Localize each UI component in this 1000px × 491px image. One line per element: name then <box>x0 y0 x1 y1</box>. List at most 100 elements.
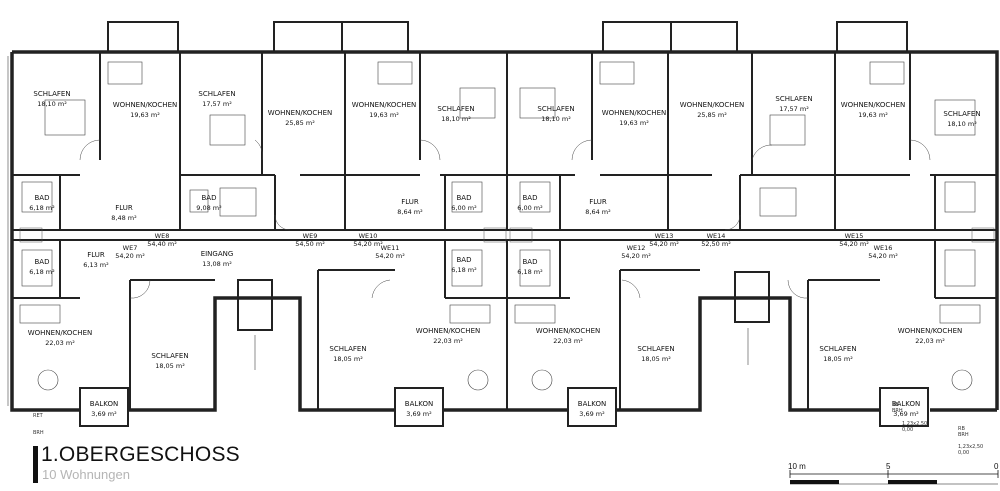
room-area: 3,69 m² <box>893 410 919 418</box>
room-area: 22,03 m² <box>433 337 463 345</box>
unit-label: WE14 <box>707 232 726 240</box>
unit-area: 54,20 m² <box>868 252 898 260</box>
room-name: SCHLAFEN <box>819 345 856 353</box>
exterior-walls <box>7 50 999 412</box>
unit-label: WE11 <box>381 244 400 252</box>
room-name: WOHNEN/KOCHEN <box>602 109 666 117</box>
room-name: FLUR <box>87 251 105 259</box>
room-name: WOHNEN/KOCHEN <box>352 101 416 109</box>
room-name: BALKON <box>578 400 606 408</box>
note-right-brh: BRH <box>892 408 903 414</box>
scale-bar: 10 m 5 0 <box>760 458 1000 491</box>
room-name: WOHNEN/KOCHEN <box>416 327 480 335</box>
room-name: BAD <box>457 194 472 202</box>
unit-label: WE12 <box>627 244 646 252</box>
scale-ruler <box>789 470 999 485</box>
room-area: 3,69 m² <box>406 410 432 418</box>
room-area: 18,10 m² <box>37 100 67 108</box>
room-name: SCHLAFEN <box>537 105 574 113</box>
room-name: BAD <box>35 194 50 202</box>
room-area: 6,18 m² <box>29 268 55 276</box>
top-balconies <box>107 21 908 53</box>
room-name: WOHNEN/KOCHEN <box>113 101 177 109</box>
room-area: 19,63 m² <box>858 111 888 119</box>
room-name: BALKON <box>90 400 118 408</box>
room-name: WOHNEN/KOCHEN <box>536 327 600 335</box>
room-area: 6,13 m² <box>83 261 109 269</box>
page-title: 1.OBERGESCHOSS <box>41 443 240 466</box>
room-area: 17,57 m² <box>202 100 232 108</box>
room-area: 13,08 m² <box>202 260 232 268</box>
room-name: BALKON <box>405 400 433 408</box>
note-right-vals: 1,23x2,50 <box>902 421 927 427</box>
room-area: 8,64 m² <box>397 208 423 216</box>
room-name: WOHNEN/KOCHEN <box>28 329 92 337</box>
note-left-brh: BRH <box>33 430 44 436</box>
corridor <box>12 227 997 243</box>
room-name: SCHLAFEN <box>33 90 70 98</box>
room-area: 17,57 m² <box>779 105 809 113</box>
room-area: 8,48 m² <box>111 214 137 222</box>
scale-label-left: 10 m <box>788 462 806 471</box>
note-far-brh: BRH <box>958 432 969 438</box>
bottom-row-walls <box>12 240 997 410</box>
room-area: 9,08 m² <box>196 204 222 212</box>
bottom-balconies <box>79 387 929 427</box>
room-area: 19,63 m² <box>369 111 399 119</box>
room-area: 18,10 m² <box>441 115 471 123</box>
room-name: SCHLAFEN <box>198 90 235 98</box>
unit-label: WE7 <box>123 244 138 252</box>
room-name: SCHLAFEN <box>329 345 366 353</box>
room-name: SCHLAFEN <box>437 105 474 113</box>
unit-area: 54,20 m² <box>621 252 651 260</box>
room-area: 25,85 m² <box>285 119 315 127</box>
note-right-vals-2: 0,00 <box>902 427 913 433</box>
unit-label: WE8 <box>155 232 170 240</box>
room-name: BAD <box>202 194 217 202</box>
room-name: SCHLAFEN <box>637 345 674 353</box>
room-name: SCHLAFEN <box>775 95 812 103</box>
room-area: 18,10 m² <box>541 115 571 123</box>
scale-label-right: 0 <box>994 462 999 471</box>
unit-label: WE15 <box>845 232 864 240</box>
room-area: 18,05 m² <box>155 362 185 370</box>
unit-label: WE10 <box>359 232 378 240</box>
unit-area: 54,20 m² <box>839 240 869 248</box>
room-area: 6,18 m² <box>29 204 55 212</box>
room-area: 22,03 m² <box>553 337 583 345</box>
title-accent-bar <box>33 446 38 483</box>
room-area: 3,69 m² <box>579 410 605 418</box>
top-row-walls <box>12 52 997 230</box>
page-subtitle: 10 Wohnungen <box>42 467 130 482</box>
doors <box>79 139 931 299</box>
room-area: 18,10 m² <box>947 120 977 128</box>
room-name: FLUR <box>589 198 607 206</box>
room-area: 6,00 m² <box>451 204 477 212</box>
room-name: SCHLAFEN <box>943 110 980 118</box>
room-area: 19,63 m² <box>619 119 649 127</box>
note-left-ret: RET <box>33 413 44 419</box>
room-name: FLUR <box>115 204 133 212</box>
room-name: WOHNEN/KOCHEN <box>841 101 905 109</box>
room-area: 22,03 m² <box>45 339 75 347</box>
room-area: 22,03 m² <box>915 337 945 345</box>
unit-label: WE9 <box>303 232 318 240</box>
unit-area: 54,20 m² <box>353 240 383 248</box>
room-name: BAD <box>457 256 472 264</box>
room-name: BAD <box>523 258 538 266</box>
room-name: WOHNEN/KOCHEN <box>268 109 332 117</box>
furniture <box>19 61 981 391</box>
room-area: 6,18 m² <box>451 266 477 274</box>
room-name: BAD <box>35 258 50 266</box>
room-name: FLUR <box>401 198 419 206</box>
note-right-rb: RB <box>892 402 899 408</box>
unit-area: 52,50 m² <box>701 240 731 248</box>
room-area: 25,85 m² <box>697 111 727 119</box>
unit-area: 54,20 m² <box>375 252 405 260</box>
note-far-vals-2: 0,00 <box>958 450 969 456</box>
room-name: EINGANG <box>201 250 234 258</box>
unit-label: WE13 <box>655 232 674 240</box>
note-far-vals: 1,23x2,50 <box>958 444 983 450</box>
room-area: 18,05 m² <box>641 355 671 363</box>
